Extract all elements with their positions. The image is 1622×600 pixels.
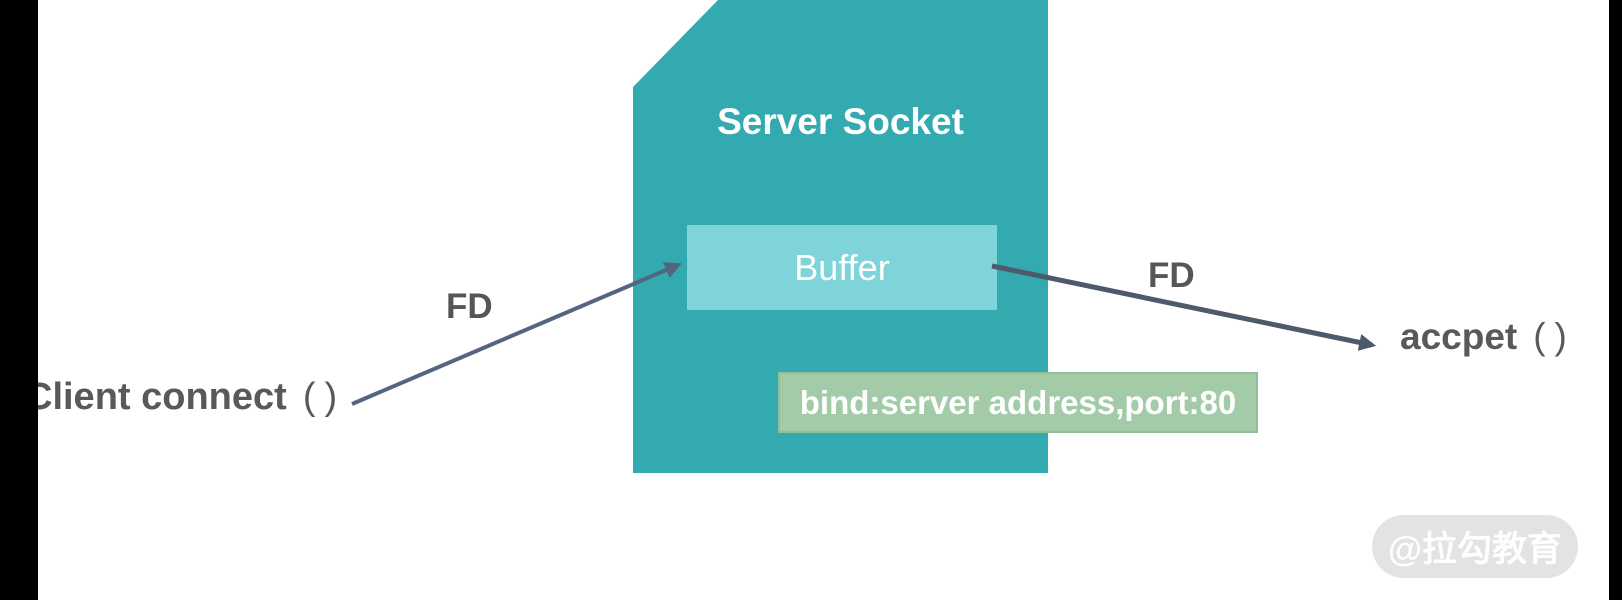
accept-label: accpet () [1400,314,1576,360]
client-connect-text: Client connect [25,376,287,418]
client-connect-label: Client connect () [25,374,346,420]
accept-text: accpet [1400,316,1518,357]
fd-label-left: FD [446,287,493,326]
fd-label-right: FD [1148,256,1195,295]
client-connect-parens: () [302,376,347,418]
left-black-bar [0,0,38,600]
fd-arrow-client-to-buffer [351,262,682,406]
server-socket-title: Server Socket [717,101,964,142]
buffer-box: Buffer [687,225,997,310]
right-black-bar [1609,0,1622,600]
watermark-pill: @拉勾教育 [1372,515,1578,578]
watermark-text: @拉勾教育 [1387,530,1563,569]
accept-parens: () [1533,316,1576,357]
buffer-label: Buffer [794,246,890,288]
bind-address-label: bind:server address,port:80 [778,372,1258,433]
bind-address-text: bind:server address,port:80 [799,383,1237,421]
